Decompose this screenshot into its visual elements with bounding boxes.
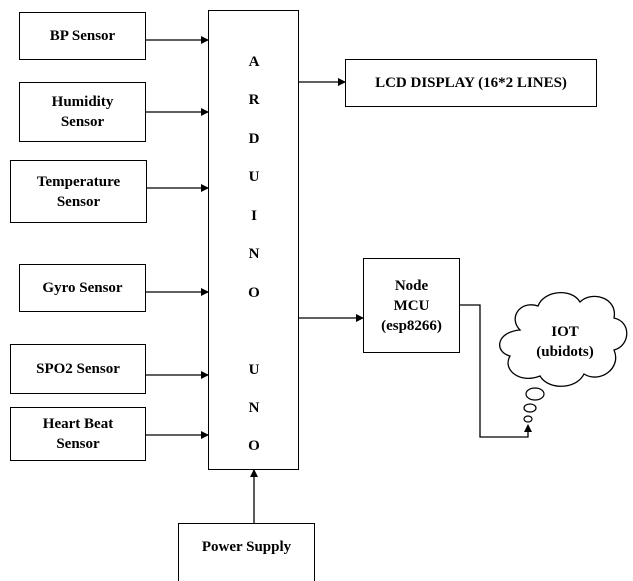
iot-cloud-label: IOT (ubidots) [520,322,610,362]
line-nodemcu-to-cloud [460,304,532,438]
humidity-sensor-label-2: Sensor [60,114,105,130]
lcd-display-box: LCD DISPLAY (16*2 LINES) [345,59,597,107]
nodemcu-label-3: (esp8266) [381,317,442,334]
gyro-sensor-box: Gyro Sensor [19,264,146,312]
cloud-icon [499,292,628,423]
arduino-letter-i: I [251,208,257,224]
arduino-letter-o: O [248,285,260,301]
temperature-sensor-label-1: Temperature [36,173,121,190]
nodemcu-label-2: MCU [393,297,430,314]
arduino-letter-u2: U [248,362,260,378]
arduino-letter-n2: N [248,400,260,416]
bp-sensor-box: BP Sensor [19,12,146,60]
spo2-sensor-box: SPO2 Sensor [10,344,146,394]
arduino-letter-n: N [248,246,260,262]
nodemcu-box: Node MCU (esp8266) [363,258,460,353]
heartbeat-sensor-label-2: Sensor [56,436,100,452]
arduino-letter-r: R [248,92,260,108]
humidity-sensor-box: Humidity Sensor [19,82,146,142]
temperature-sensor-label-2: Sensor [56,193,101,210]
arduino-letter-u: U [248,169,260,185]
lcd-display-label: LCD DISPLAY (16*2 LINES) [375,75,567,91]
arduino-letter-d: D [248,131,260,147]
iot-label-1: IOT [551,324,579,340]
arduino-uno-box [208,10,299,470]
arduino-letter-o2: O [248,438,260,454]
heartbeat-sensor-box: Heart Beat Sensor [10,407,146,461]
power-supply-box: Power Supply [178,523,315,581]
gyro-sensor-label: Gyro Sensor [42,280,123,296]
humidity-sensor-label-1: Humidity [51,94,114,110]
heartbeat-sensor-label-1: Heart Beat [42,416,114,432]
power-supply-label: Power Supply [201,538,292,555]
spo2-sensor-label: SPO2 Sensor [36,361,120,377]
arduino-letter-a: A [248,54,260,70]
iot-label-2: (ubidots) [536,344,594,360]
bp-sensor-label: BP Sensor [49,28,116,44]
temperature-sensor-box: Temperature Sensor [10,160,147,223]
nodemcu-label-1: Node [394,277,429,294]
